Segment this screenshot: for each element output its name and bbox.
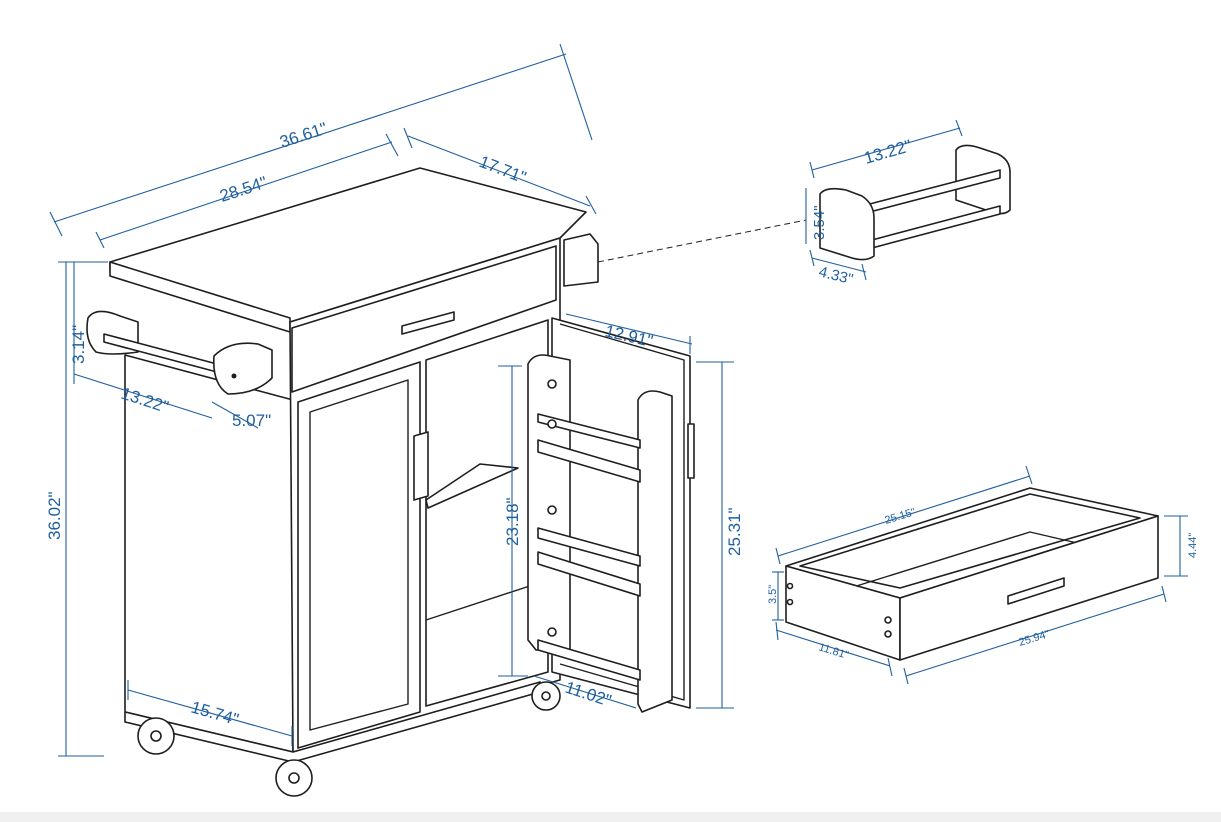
drawer-inner-floor [849,531,1091,589]
interior-shelf [425,463,519,509]
dim-drawer-height: 4.44" [1187,533,1199,558]
drawer-screw-icon [884,616,892,624]
dim-door-height: 25.31" [725,507,744,556]
casters [137,681,561,797]
bottom-strip [0,812,1221,822]
dim-spice-rack-width: 13.22" [862,136,914,168]
door-panel-inset [309,379,409,731]
dim-drawer-front-length: 25.94" [1017,628,1051,649]
cart-left-door [297,361,421,749]
drawer-detail-handle-icon [1007,577,1065,605]
open-door-hinge-icon [687,423,695,479]
caster-hub-icon [541,691,551,701]
drawer-inner [799,493,1141,589]
drawer-screw-icon [884,630,892,638]
leader-line [597,219,807,263]
open-door-inset [559,323,685,701]
drawer-handle-icon [401,311,455,335]
caster-hub-icon [150,730,162,742]
dim-overall-length: 36.61" [277,119,329,152]
rack-screw-icon [547,627,557,637]
dim-top-length: 28.54" [217,173,269,206]
spice-rack-end-left [819,187,875,261]
drawer-front-panel [899,515,1159,661]
drawer-detail [772,465,1188,685]
rack-shelf-2 [537,439,641,483]
dim-total-height: 36.02" [45,491,64,540]
rack-screw-icon [547,379,557,389]
dim-drawer-depth: 11.81" [817,641,850,661]
dim-towel-bar-height: 3.14" [69,325,88,364]
rack-shelf-1 [537,413,641,449]
drawer-screw-icon [786,598,794,606]
dimension-lines [49,43,734,757]
cart-drawer-front [291,245,557,393]
spice-rack-mount [563,233,599,287]
rack-screw-icon [547,419,557,429]
open-door [527,317,695,713]
door-handle-icon [413,431,429,501]
dim-towel-bar-depth: 5.07" [232,411,271,430]
dim-drawer-length: 25.15" [883,506,917,527]
spice-rack-detail [805,119,1011,281]
dim-spice-rack-height: 3.54" [811,205,828,240]
caster-hub-icon [288,772,300,784]
dim-rack-height: 23.18" [503,497,522,546]
rack-rail-left [527,354,571,651]
rack-shelf-4 [537,551,641,597]
drawer-screw-icon [786,582,794,590]
dim-drawer-inner-height: 3.5" [767,585,779,604]
towel-bar-end-right [212,342,273,395]
spice-rack-rail-bottom [871,205,1001,249]
rack-rail-right [637,390,673,713]
rack-shelf-5 [537,639,641,681]
rack-shelf-3 [537,527,641,567]
towel-bar [86,310,273,395]
towel-bar-screw-icon [231,373,237,379]
kitchen-cart [86,167,695,797]
rack-screw-icon [547,505,557,515]
dim-depth: 17.71" [477,152,529,187]
